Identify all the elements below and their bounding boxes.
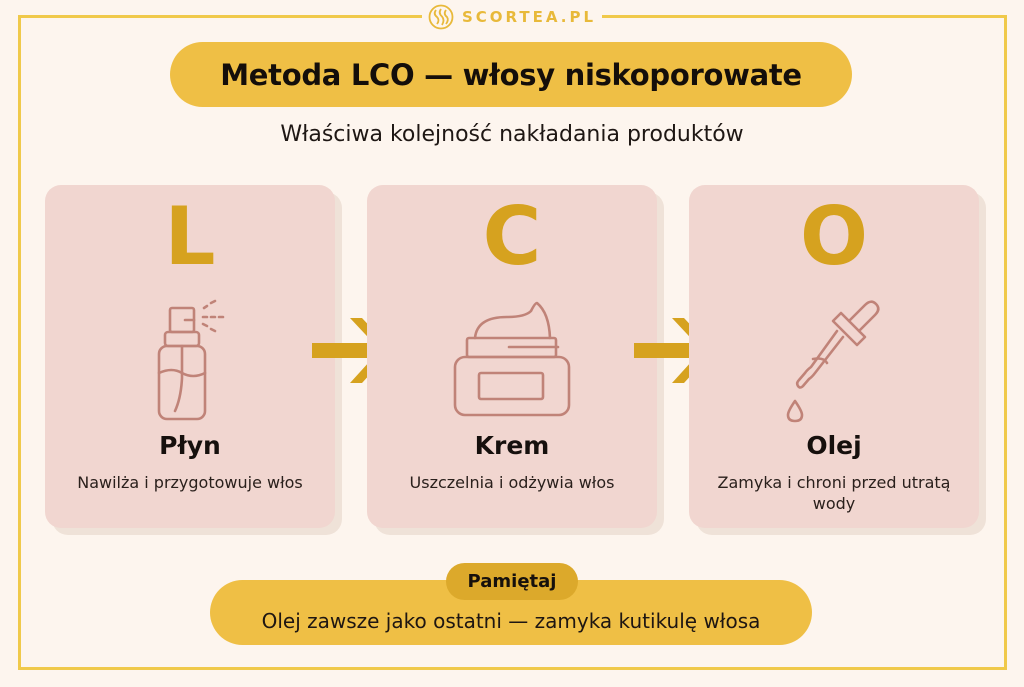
reminder-text: Olej zawsze jako ostatni — zamyka kutiku… xyxy=(261,609,761,633)
step-card-liquid: L Płyn Nawilża i przygotowuje włos xyxy=(45,185,335,528)
dropper-icon xyxy=(786,300,880,423)
cream-jar-icon xyxy=(453,301,571,417)
brand-name: SCORTEA.PL xyxy=(461,8,597,26)
reminder-badge: Pamiętaj xyxy=(446,563,578,600)
step-letter: O xyxy=(799,190,868,283)
step-description: Zamyka i chroni przed utratą wody xyxy=(717,473,951,513)
page-subtitle: Właściwa kolejność nakładania produktów xyxy=(280,122,744,147)
step-description: Uszczelnia i odżywia włos xyxy=(409,473,615,492)
reminder-badge-label: Pamiętaj xyxy=(467,571,557,592)
step-letter: L xyxy=(164,190,216,283)
reminder-banner: Olej zawsze jako ostatni — zamyka kutiku… xyxy=(210,580,812,645)
title-banner: Metoda LCO — włosy niskoporowate xyxy=(170,42,852,107)
step-name: Olej xyxy=(806,431,862,460)
page-title: Metoda LCO — włosy niskoporowate xyxy=(220,57,802,92)
step-description: Nawilża i przygotowuje włos xyxy=(77,473,303,492)
step-name: Krem xyxy=(474,431,550,460)
spray-bottle-icon xyxy=(157,299,225,421)
brand-header: SCORTEA.PL xyxy=(422,0,602,34)
step-letter: C xyxy=(482,190,542,283)
step-card-oil: O Olej Zamyka i chroni przed utratą wody xyxy=(689,185,979,528)
scortea-logo-icon xyxy=(428,4,454,30)
step-card-cream: C Krem Uszczelnia i odżywia włos xyxy=(367,185,657,528)
step-name: Płyn xyxy=(159,431,221,460)
